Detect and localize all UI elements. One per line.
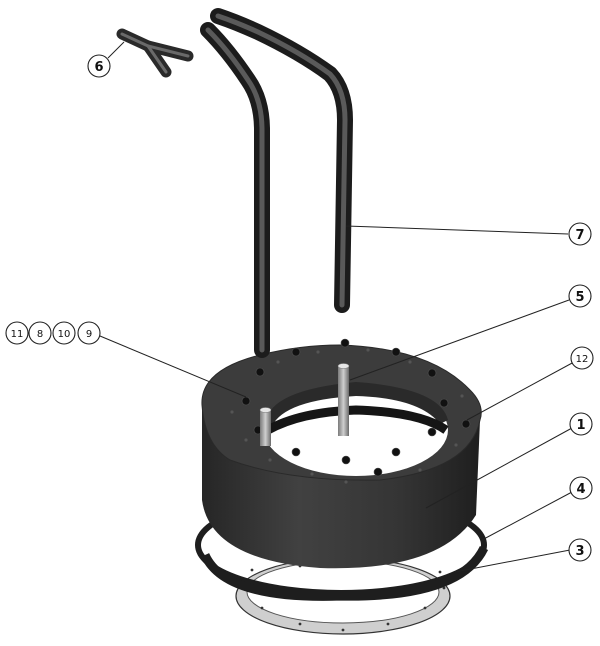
callout-4: 4 xyxy=(569,476,593,500)
callout-11-label: 11 xyxy=(11,329,24,340)
y-connector xyxy=(116,28,194,78)
callout-5: 5 xyxy=(568,284,592,308)
callout-6: 6 xyxy=(87,54,111,78)
callout-1-label: 1 xyxy=(576,418,585,433)
callout-9-label: 9 xyxy=(86,329,92,340)
callout-3: 3 xyxy=(568,538,592,562)
callout-8: 8 xyxy=(28,321,52,345)
callout-7: 7 xyxy=(568,222,592,246)
callout-10: 10 xyxy=(52,321,76,345)
callout-11: 11 xyxy=(5,321,29,345)
leader-lines xyxy=(99,41,575,573)
callout-7-label: 7 xyxy=(575,228,584,243)
vertical-posts xyxy=(259,363,350,446)
callout-8-label: 8 xyxy=(37,329,43,340)
callout-1: 1 xyxy=(569,412,593,436)
callout-12-label: 12 xyxy=(576,354,589,365)
callout-4-label: 4 xyxy=(576,482,585,497)
callout-5-label: 5 xyxy=(575,290,584,305)
callout-3-label: 3 xyxy=(575,544,584,559)
callout-6-label: 6 xyxy=(94,60,103,75)
handle-tube xyxy=(200,8,354,358)
callout-12: 12 xyxy=(570,346,594,370)
callout-9: 9 xyxy=(77,321,101,345)
callout-10-label: 10 xyxy=(58,329,71,340)
